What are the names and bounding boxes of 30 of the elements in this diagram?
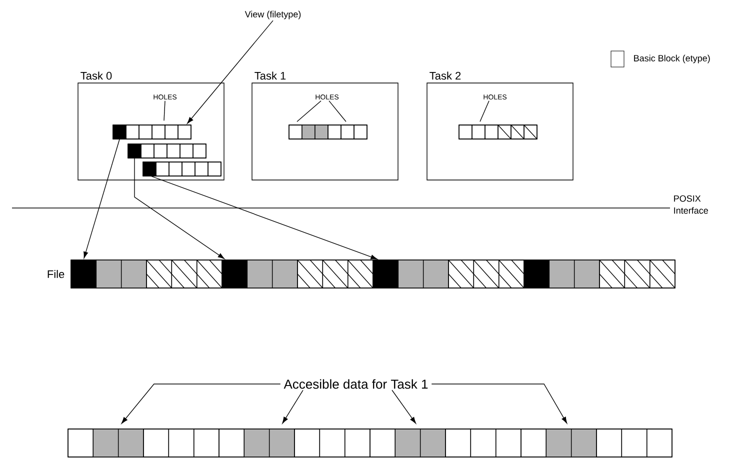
leader-line — [296, 100, 322, 122]
arrow — [431, 384, 568, 424]
block-cell — [142, 162, 156, 176]
block-cell — [372, 260, 399, 288]
interface-label: POSIX Interface — [674, 195, 708, 214]
task-title: Task 1 — [254, 72, 286, 80]
block-cell — [128, 144, 142, 158]
arrow — [134, 158, 225, 260]
block-cell — [222, 260, 248, 288]
block-cell — [70, 260, 97, 288]
arrow — [121, 384, 281, 424]
leader-line — [328, 100, 346, 122]
leader-line — [164, 100, 166, 121]
view-label: View (filetype) — [244, 10, 301, 20]
legend-text: Basic Block (etype) — [634, 54, 710, 64]
arrow — [84, 139, 120, 258]
arrow — [392, 390, 416, 424]
block-cell — [524, 260, 550, 288]
task-title: Task 0 — [80, 72, 112, 80]
block-bar — [288, 124, 368, 140]
arrow — [282, 390, 304, 424]
block-bar — [68, 428, 672, 458]
leader-line — [480, 100, 490, 122]
arrow — [151, 176, 378, 260]
bar-label: File — [48, 270, 64, 278]
block-cell — [112, 124, 126, 140]
task-title: Task 2 — [430, 72, 461, 80]
arrow — [187, 20, 274, 124]
block-bar — [458, 124, 538, 140]
data-label: Accesible data for Task 1 — [284, 379, 428, 389]
